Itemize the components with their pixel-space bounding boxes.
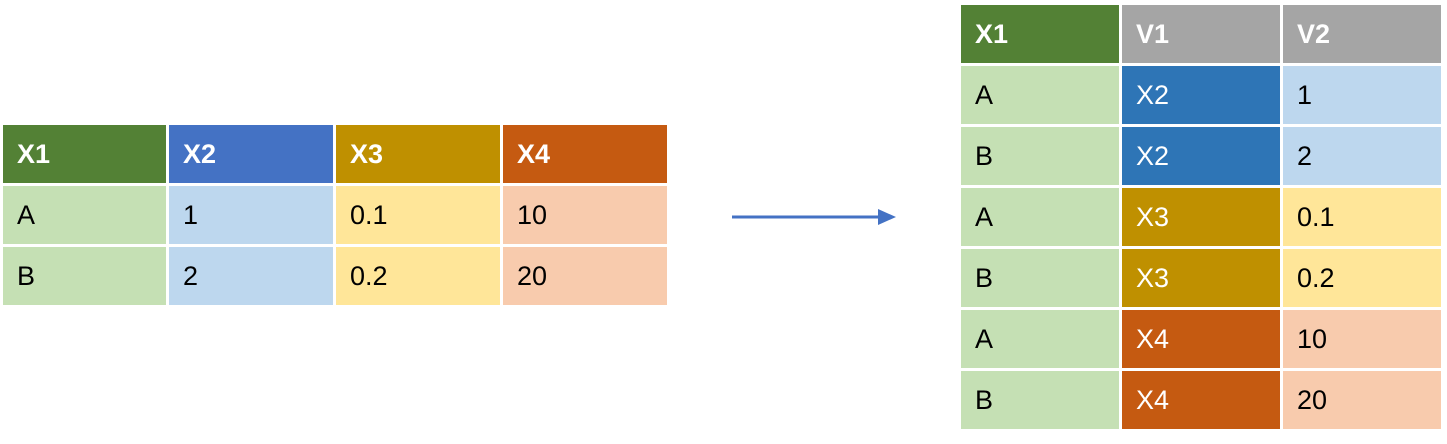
long-cell: B [961,371,1119,429]
long-cell: 0.1 [1283,188,1441,246]
long-cell: B [961,127,1119,185]
long-cell: A [961,310,1119,368]
wide-header-x4: X4 [503,125,667,183]
wide-header-x2: X2 [169,125,333,183]
long-header-v2: V2 [1283,5,1441,63]
wide-cell: 10 [503,186,667,244]
long-key-cell: X4 [1122,310,1280,368]
wide-cell: 1 [169,186,333,244]
long-cell: A [961,66,1119,124]
long-key-cell: X4 [1122,371,1280,429]
wide-cell: B [3,247,166,305]
wide-cell: 0.1 [336,186,500,244]
long-cell: 0.2 [1283,249,1441,307]
arrow-head [878,209,896,225]
long-cell: 10 [1283,310,1441,368]
long-table: X1 V1 V2 A X2 1 B X2 2 A X3 0.1 B X3 0.2… [961,5,1441,429]
wide-cell: 2 [169,247,333,305]
long-cell: B [961,249,1119,307]
wide-cell: 20 [503,247,667,305]
long-header-x1: X1 [961,5,1119,63]
long-key-cell: X3 [1122,249,1280,307]
wide-header-x1: X1 [3,125,166,183]
wide-header-x3: X3 [336,125,500,183]
long-key-cell: X3 [1122,188,1280,246]
long-key-cell: X2 [1122,66,1280,124]
transform-arrow [732,209,896,225]
long-cell: 20 [1283,371,1441,429]
wide-cell: 0.2 [336,247,500,305]
wide-cell: A [3,186,166,244]
long-header-v1: V1 [1122,5,1280,63]
wide-table: X1 X2 X3 X4 A 1 0.1 10 B 2 0.2 20 [3,125,667,305]
long-cell: 2 [1283,127,1441,185]
long-key-cell: X2 [1122,127,1280,185]
long-cell: 1 [1283,66,1441,124]
long-cell: A [961,188,1119,246]
